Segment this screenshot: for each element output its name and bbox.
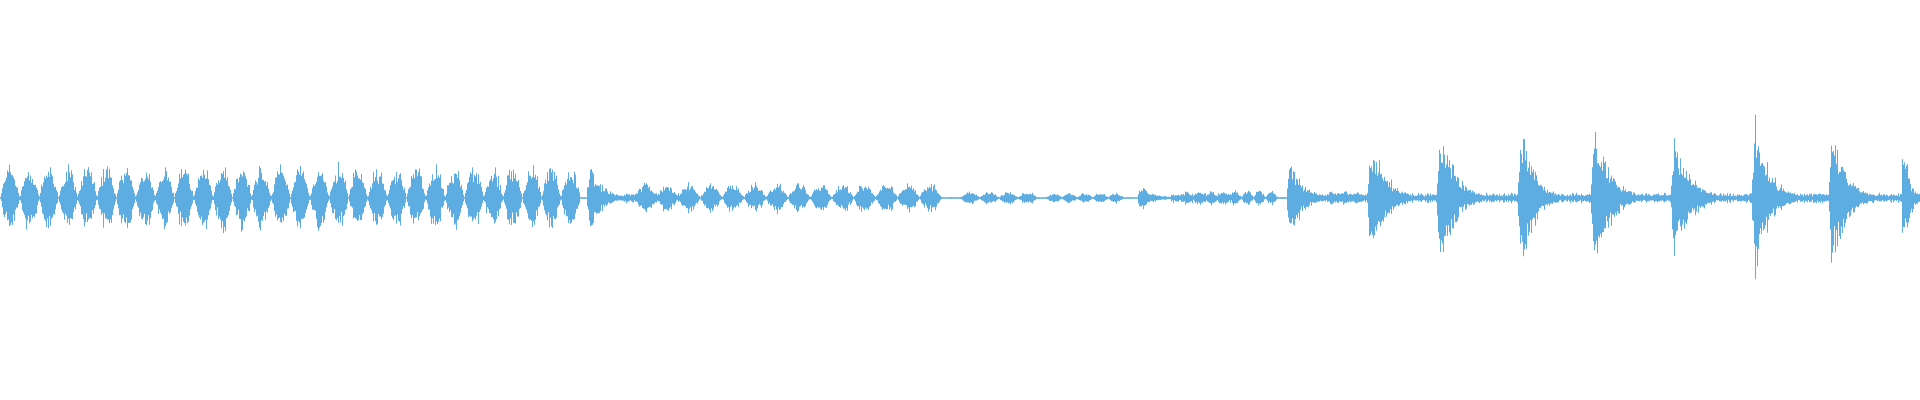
waveform-path (0, 114, 1920, 280)
